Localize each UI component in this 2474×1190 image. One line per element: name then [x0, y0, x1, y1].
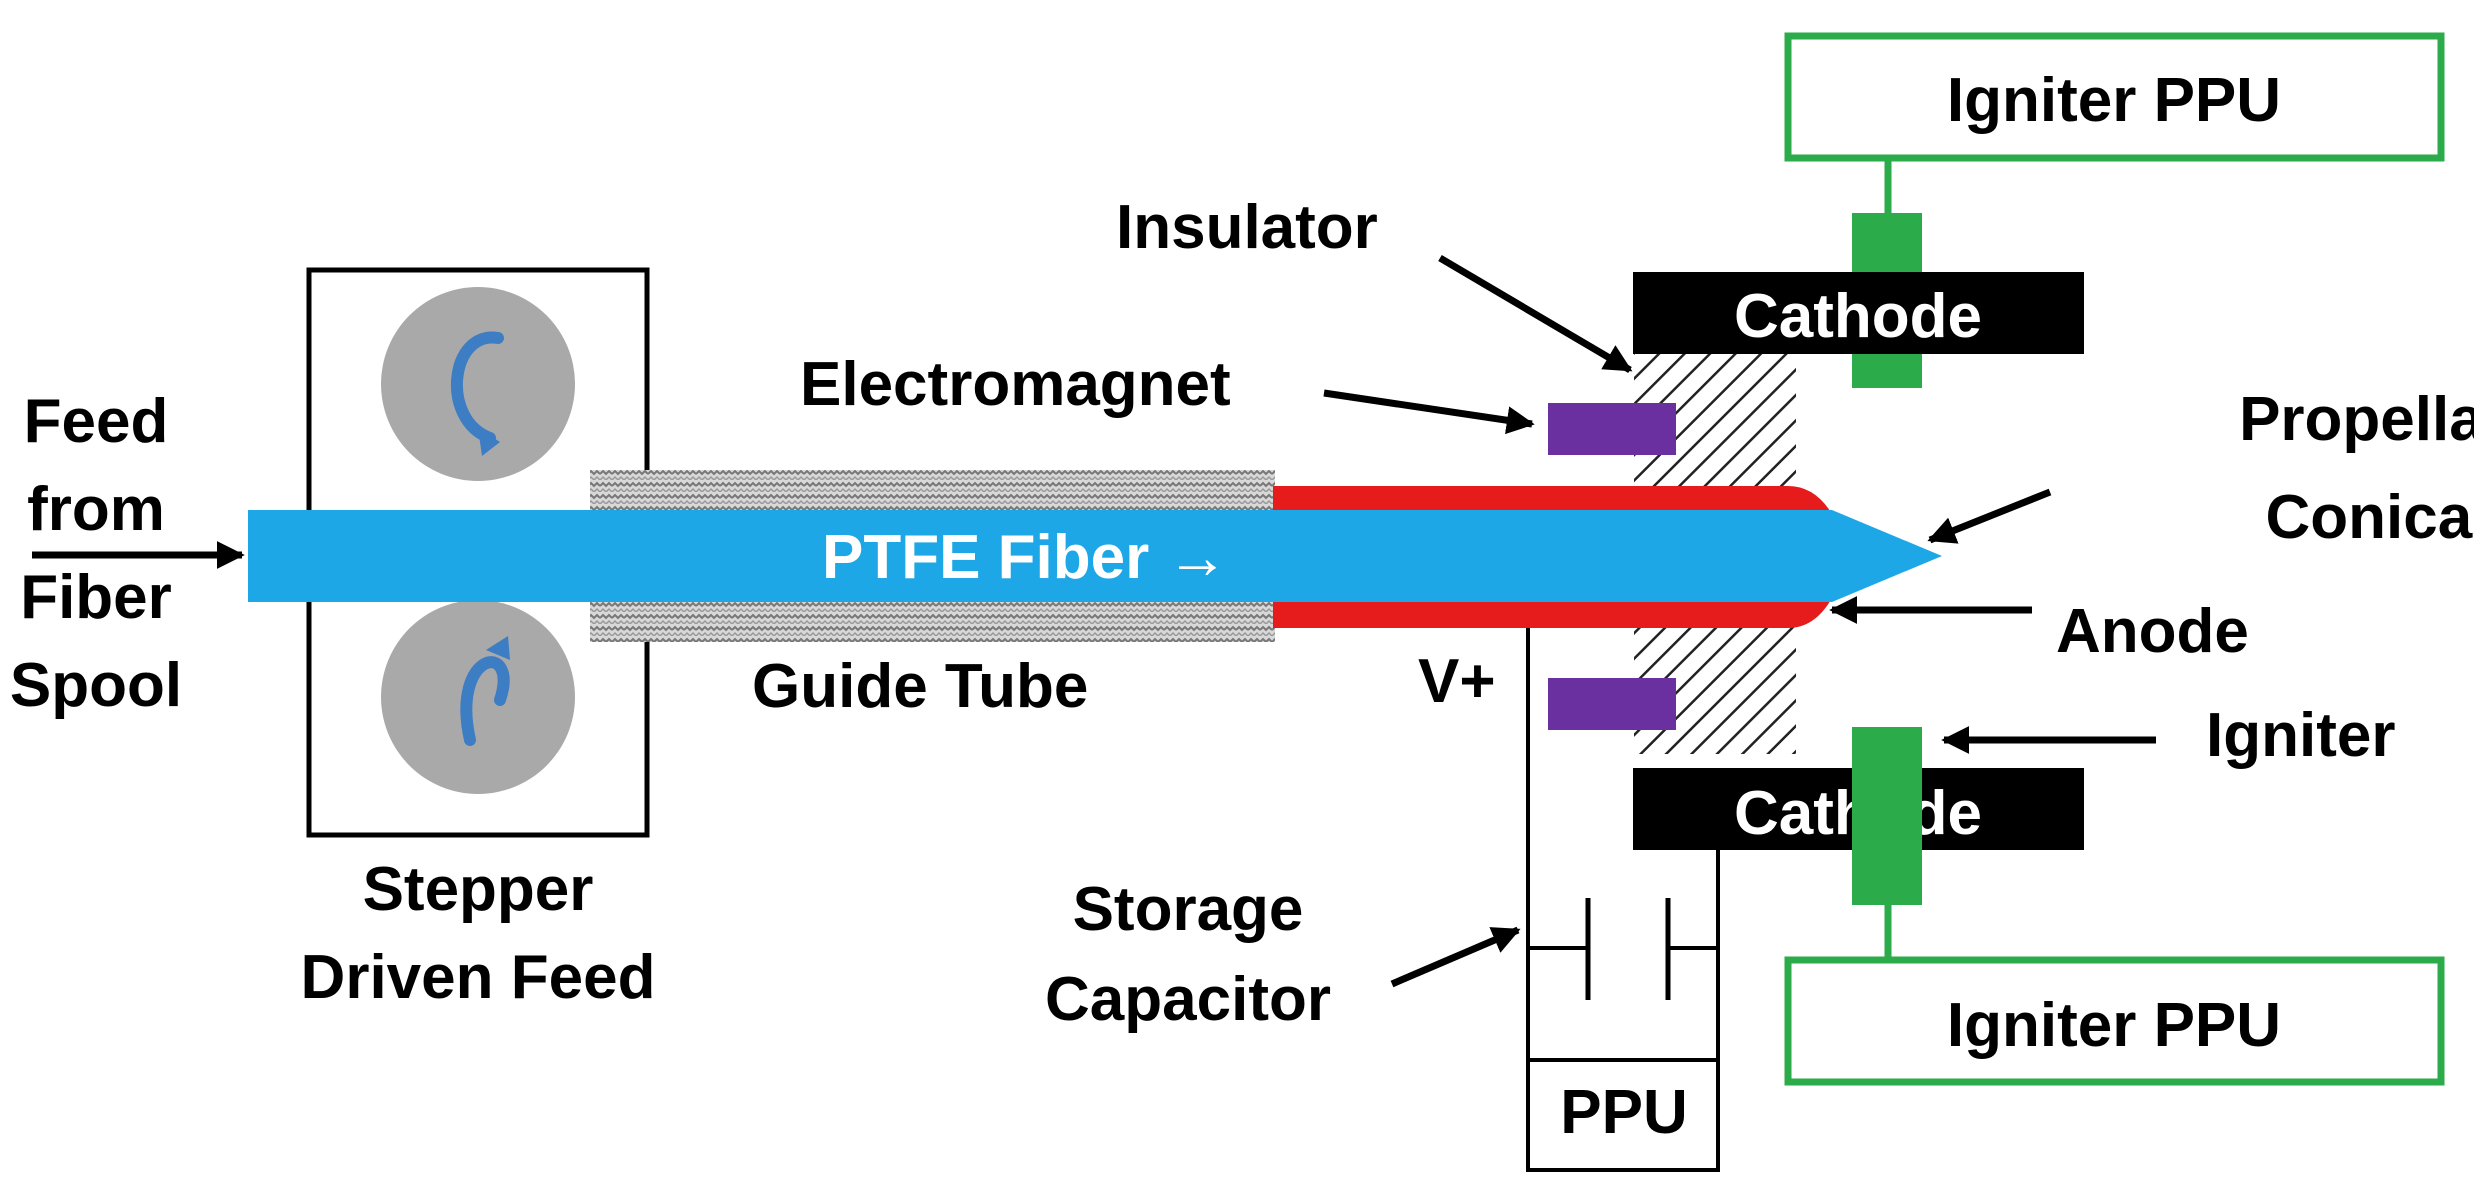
guide-tube-label: Guide Tube: [752, 652, 1088, 721]
anode-label: Anode: [2056, 597, 2249, 666]
svg-text:Driven Feed: Driven Feed: [301, 943, 656, 1012]
igniter-ppu-top-box: [1784, 32, 2445, 162]
ptfe-fiber: [248, 510, 1942, 602]
igniter-bottom-block: [1852, 727, 1922, 905]
electromagnet-top: [1548, 403, 1676, 455]
igniter-ppu-bottom-label: Igniter PPU: [1947, 991, 2281, 1060]
storage-capacitor-label: Storage Capacitor: [1045, 875, 1331, 1034]
ppu-label: PPU: [1560, 1078, 1687, 1147]
stepper-label: Stepper Driven Feed: [301, 855, 656, 1012]
feed-from-label: Feed from Fiber Spool: [10, 387, 182, 720]
storage-capacitor-arrow: [1390, 926, 1521, 988]
igniter-ppu-top-label: Igniter PPU: [1947, 66, 2281, 135]
roller-top-rotation-arrowhead: [478, 428, 500, 456]
svg-text:Feed: Feed: [24, 387, 169, 456]
svg-text:Stepper: Stepper: [363, 855, 594, 924]
storage-capacitor-symbol: [1528, 898, 1718, 1000]
roller-top-rotation-icon: [451, 331, 504, 444]
cathode-top-label: Cathode: [1734, 282, 1982, 351]
v-plus-label: V+: [1418, 647, 1496, 716]
roller-bottom: [381, 600, 575, 794]
svg-text:from: from: [27, 475, 165, 544]
roller-top: [381, 287, 575, 481]
electromagnet-arrow: [1323, 389, 1535, 435]
svg-text:Storage: Storage: [1073, 875, 1304, 944]
svg-text:Capacitor: Capacitor: [1045, 965, 1331, 1034]
ptfe-fiber-label: PTFE Fiber →: [822, 523, 1228, 592]
svg-text:Fiber: Fiber: [20, 563, 172, 632]
propellant-arrow: [1927, 488, 2052, 544]
ppu-circuit: [1526, 628, 1720, 1172]
roller-bottom-rotation-icon: [460, 656, 510, 746]
cathode-top: [1633, 272, 2084, 354]
insulator-label: Insulator: [1116, 193, 1378, 262]
igniter-label: Igniter: [2206, 701, 2395, 770]
roller-bottom-rotation-arrowhead: [486, 636, 510, 660]
svg-text:Spool: Spool: [10, 651, 182, 720]
svg-text:Propellant w/: Propellant w/: [2239, 385, 2474, 454]
propellant-label: Propellant w/ Conical Tip: [2239, 385, 2474, 552]
electromagnet-label: Electromagnet: [800, 350, 1231, 419]
electromagnet-bottom: [1548, 678, 1676, 730]
igniter-ppu-bottom-box: [1784, 956, 2445, 1086]
svg-text:Conical Tip: Conical Tip: [2265, 483, 2474, 552]
insulator-arrow: [1438, 254, 1633, 374]
